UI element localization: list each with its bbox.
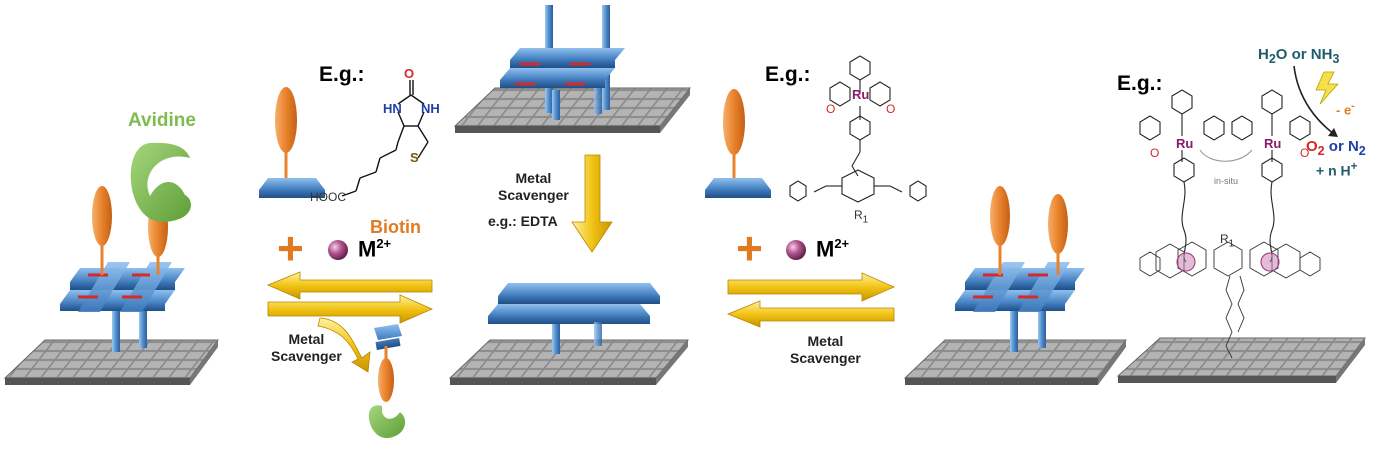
- proton-label: + n H+: [1316, 160, 1358, 179]
- left-backward-arrow: [266, 271, 433, 300]
- scavenger-curved-arrow: [317, 317, 371, 373]
- biotin-block: [259, 87, 325, 198]
- biotin-acid: HOOC: [310, 190, 346, 204]
- metal-ion-label-right: M2+: [816, 236, 850, 262]
- biotin-sulfur: S: [410, 150, 419, 165]
- substrate-grid-4: [903, 339, 1127, 385]
- biotin-label: Biotin: [370, 217, 421, 237]
- left-assembly: [60, 142, 191, 352]
- product-label: O2 or N2: [1306, 138, 1366, 158]
- in-situ-label: in-situ: [1214, 176, 1239, 186]
- reactant-label: H2O or NH3: [1258, 46, 1340, 66]
- released-avidin-biotin: [368, 324, 406, 439]
- substrate-grid-1: [3, 339, 219, 385]
- top-center-assembly: [500, 5, 625, 120]
- right-assembly: [955, 186, 1085, 352]
- lightning-icon: [1315, 71, 1339, 105]
- biotin-structure: [341, 80, 429, 197]
- ru-o-right: O: [886, 102, 896, 116]
- ru-r1-substituent: R1: [854, 208, 869, 226]
- center-bare-assembly: [488, 283, 660, 354]
- plus-sign-right: +: [736, 222, 763, 274]
- eg-label-dimer: E.g.:: [1117, 72, 1163, 95]
- substrate-grid-3: [448, 339, 690, 385]
- dimer-r1-substituent: R1: [1220, 232, 1235, 250]
- ru-atom-center: Ru: [852, 87, 870, 102]
- dimer-o-left: O: [1150, 146, 1160, 160]
- biotin-oxygen: O: [404, 66, 415, 81]
- ru-block: [705, 89, 771, 198]
- right-forward-arrow: [727, 272, 895, 302]
- right-backward-arrow: [726, 300, 895, 328]
- minus-electron-label: - e-: [1336, 100, 1355, 118]
- metal-ion-sphere-icon: [786, 240, 806, 260]
- biotin-nh-right: NH: [421, 101, 440, 116]
- avidine-label: Avidine: [128, 110, 196, 131]
- substrate-grid-2: [453, 87, 692, 133]
- metal-ion-label-left: M2+: [358, 236, 392, 262]
- dimer-ru-right: Ru: [1264, 136, 1282, 151]
- ru-complex-structure: [789, 55, 927, 203]
- edta-label: e.g.: EDTA: [488, 213, 558, 229]
- eg-label-ru: E.g.:: [765, 63, 811, 86]
- metal-ion-sphere-icon: [328, 240, 348, 260]
- left-forward-arrow: [267, 294, 433, 324]
- eg-label-biotin: E.g.:: [319, 63, 365, 86]
- dimer-catalyst-structure: [1139, 89, 1321, 359]
- water-oxidation-arrow: [1293, 65, 1338, 137]
- plus-sign-left: +: [277, 222, 304, 274]
- dimer-o-right: O: [1300, 146, 1310, 160]
- ru-o-left: O: [826, 102, 836, 116]
- down-arrow: [571, 154, 613, 253]
- dimer-ru-left: Ru: [1176, 136, 1194, 151]
- biotin-nh-left: HN: [383, 101, 402, 116]
- substrate-grid-5: [1116, 337, 1367, 383]
